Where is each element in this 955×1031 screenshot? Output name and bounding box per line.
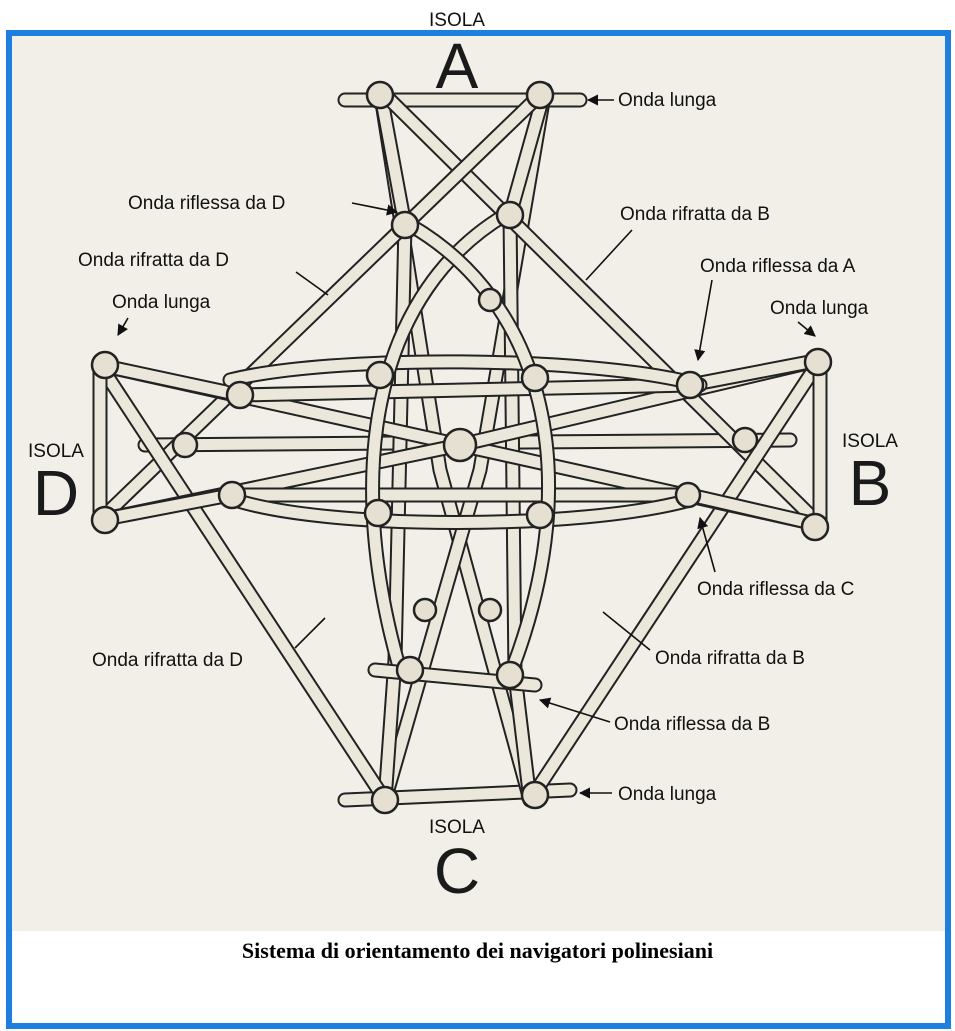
leader-line (694, 279, 713, 362)
island-c: ISOLA C (429, 817, 485, 907)
knot (171, 431, 199, 459)
knot (217, 480, 247, 510)
island-letter: A (436, 30, 479, 102)
knot (525, 500, 555, 530)
leader-line (585, 229, 633, 281)
stick (227, 492, 698, 530)
leader-lines (117, 94, 816, 799)
leader-line (602, 611, 651, 651)
island-letter: D (33, 457, 79, 529)
stick (92, 357, 393, 808)
knot (477, 287, 503, 313)
knot (90, 505, 120, 535)
island-d: ISOLA D (28, 441, 84, 529)
label-rifratta-da-d-top: Onda rifratta da D (78, 250, 229, 271)
stick (92, 352, 828, 403)
island-a: ISOLA A (429, 10, 485, 102)
leader-line (295, 271, 329, 296)
knot (90, 350, 120, 380)
knots-layer (90, 80, 833, 815)
knot (225, 380, 255, 410)
knot (363, 498, 393, 528)
stick (402, 217, 557, 683)
label-onda-lunga-b: Onda lunga (770, 298, 869, 319)
label-onda-lunga-d: Onda lunga (112, 292, 211, 313)
isola-label: ISOLA (429, 817, 485, 838)
knot (495, 660, 525, 690)
knot (520, 780, 550, 810)
stick (222, 354, 708, 393)
leader-line (538, 697, 611, 723)
knot (803, 347, 833, 377)
island-b: ISOLA B (842, 431, 898, 519)
island-letter: B (849, 447, 892, 519)
figure-caption: Sistema di orientamento dei navigatori p… (241, 938, 714, 963)
knot (395, 655, 425, 685)
knot (520, 363, 550, 393)
label-riflessa-da-d: Onda riflessa da D (128, 193, 285, 214)
label-riflessa-da-b: Onda riflessa da B (614, 714, 770, 735)
label-rifratta-da-d-bottom: Onda rifratta da D (92, 650, 243, 671)
island-letter: C (434, 835, 480, 907)
callout-labels: Onda lunga Onda riflessa da D Onda rifra… (78, 90, 869, 805)
stick (502, 82, 553, 808)
stick (522, 352, 828, 808)
stick (92, 487, 828, 533)
knot (442, 427, 478, 463)
leader-line (294, 617, 326, 649)
label-onda-lunga-a: Onda lunga (618, 90, 717, 111)
knot (365, 360, 395, 390)
knot (674, 481, 702, 509)
label-onda-lunga-c: Onda lunga (618, 784, 717, 805)
knot (800, 512, 830, 542)
leader-line (117, 317, 129, 336)
leader-line (351, 202, 399, 216)
knot (675, 370, 705, 400)
label-riflessa-da-a: Onda riflessa da A (700, 256, 856, 277)
knot (731, 426, 759, 454)
stick (372, 82, 413, 808)
isola-label: ISOLA (842, 431, 898, 452)
knot (477, 597, 503, 623)
knot (390, 210, 420, 240)
isola-label: ISOLA (429, 10, 485, 31)
leader-line (697, 516, 716, 573)
isola-label: ISOLA (28, 441, 84, 462)
knot (495, 200, 525, 230)
blue-frame (6, 30, 951, 1029)
label-rifratta-da-b-bottom: Onda rifratta da B (655, 648, 805, 669)
knot (370, 785, 400, 815)
knot (525, 80, 555, 110)
knot (365, 80, 395, 110)
label-riflessa-da-c: Onda riflessa da C (697, 579, 854, 600)
knot (412, 597, 438, 623)
label-rifratta-da-b-top: Onda rifratta da B (620, 204, 770, 225)
leader-line (797, 321, 816, 337)
